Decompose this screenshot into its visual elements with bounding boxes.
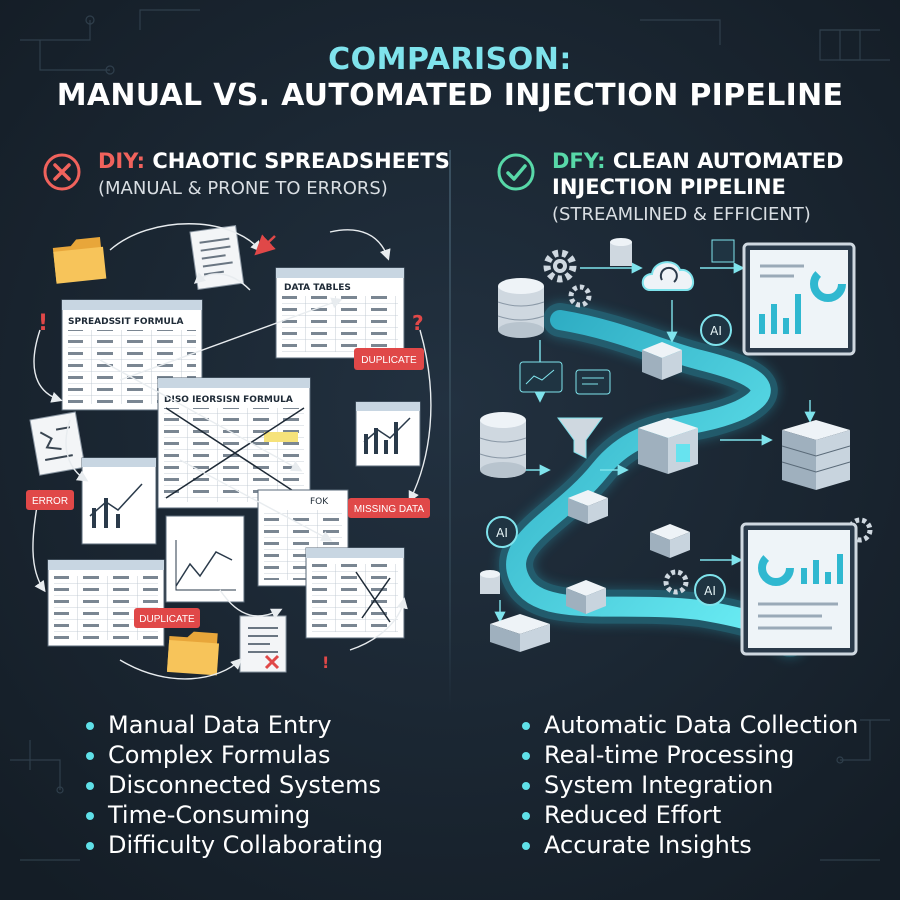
list-item: Accurate Insights (522, 830, 858, 860)
missing-data-tag: MISSING DATA (348, 498, 430, 518)
sheet-title: DATA TABLES (284, 283, 351, 293)
ui-card-icon (519, 361, 563, 393)
ai-node-badge: AI (486, 516, 518, 548)
svg-text:!: ! (322, 653, 329, 672)
panel-divider (449, 150, 451, 710)
gear-icon (543, 249, 577, 283)
chaotic-spreadsheets: DATA TABLES SPREADSSIT FORMULA DISO IEOR… (26, 223, 432, 680)
processing-node (642, 342, 682, 380)
svg-text:AI: AI (710, 324, 722, 338)
svg-text:!: ! (38, 311, 48, 336)
list-item: Automatic Data Collection (522, 710, 858, 740)
list-item: Manual Data Entry (86, 710, 383, 740)
spreadsheet-window: DATA TABLES (275, 267, 405, 359)
list-item: Reduced Effort (522, 800, 858, 830)
gear-icon (568, 284, 592, 308)
ai-node-badge: AI (700, 314, 732, 346)
list-item: Complex Formulas (86, 740, 383, 770)
processing-node (650, 524, 690, 558)
left-heading-text: CHAOTIC SPREADSHEETS (145, 149, 450, 173)
spreadsheet-window: DISO IEORSISN FORMULA (157, 377, 311, 509)
database-icon (610, 238, 632, 266)
processing-node (566, 580, 606, 614)
duplicate-tag: DUPLICATE (134, 608, 200, 628)
server-stack-icon (781, 420, 851, 490)
cloud-sync-icon (641, 261, 695, 291)
x-circle-icon (43, 153, 81, 191)
error-tag: ERROR (26, 490, 74, 510)
left-prefix: DIY: (98, 149, 146, 173)
filter-funnel-icon (557, 417, 603, 459)
database-icon (479, 412, 527, 478)
dashboard-monitor (740, 522, 858, 656)
chart-window (165, 515, 245, 603)
svg-text:ERROR: ERROR (32, 496, 68, 507)
right-heading-text: CLEAN AUTOMATED INJECTION PIPELINE (552, 149, 844, 199)
svg-text:AI: AI (496, 526, 508, 540)
ui-card-icon (575, 369, 611, 395)
database-icon (497, 278, 545, 338)
right-prefix: DFY: (552, 149, 606, 173)
svg-text:DUPLICATE: DUPLICATE (139, 614, 195, 625)
left-subheading: (MANUAL & PRONE TO ERRORS) (98, 178, 388, 199)
left-heading: DIY: CHAOTIC SPREADSHEETS (MANUAL & PRON… (98, 148, 450, 202)
svg-text:AI: AI (704, 584, 716, 598)
automated-pipeline: AI AI AI (479, 238, 873, 657)
ui-card-icon (711, 239, 735, 263)
sheet-title: SPREADSSIT FORMULA (68, 317, 184, 327)
processing-node (490, 614, 550, 652)
sheet-title: FOK (310, 497, 329, 507)
folder-icon (166, 631, 220, 676)
document-icon (239, 615, 287, 673)
ai-node-badge: AI (694, 574, 726, 606)
sheet-title: DISO IEORSISN FORMULA (164, 395, 293, 405)
svg-text:MISSING DATA: MISSING DATA (354, 504, 425, 515)
database-icon (480, 570, 500, 594)
left-bullet-list: Manual Data Entry Complex Formulas Disco… (86, 710, 383, 860)
right-bullet-list: Automatic Data Collection Real-time Proc… (522, 710, 858, 860)
processing-node (568, 490, 608, 524)
svg-text:?: ? (412, 311, 424, 335)
title-line-2: MANUAL VS. AUTOMATED INJECTION PIPELINE (56, 78, 844, 113)
chart-window (355, 401, 421, 467)
duplicate-tag: DUPLICATE (354, 348, 424, 370)
check-circle-icon (497, 153, 535, 191)
document-icon (29, 411, 86, 476)
svg-text:DUPLICATE: DUPLICATE (361, 355, 417, 366)
spreadsheet-window (47, 559, 165, 647)
right-heading: DFY: CLEAN AUTOMATED INJECTION PIPELINE … (552, 148, 882, 228)
chart-window (81, 457, 157, 545)
title-line-1: COMPARISON: (328, 42, 572, 77)
list-item: Disconnected Systems (86, 770, 383, 800)
folder-icon (52, 236, 107, 284)
right-subheading: (STREAMLINED & EFFICIENT) (552, 204, 811, 225)
list-item: Real-time Processing (522, 740, 858, 770)
list-item: System Integration (522, 770, 858, 800)
list-item: Difficulty Collaborating (86, 830, 383, 860)
spreadsheet-window (305, 547, 405, 639)
list-item: Time-Consuming (86, 800, 383, 830)
processing-node (638, 418, 698, 474)
dashboard-monitor (742, 242, 856, 356)
gear-icon (663, 569, 689, 595)
